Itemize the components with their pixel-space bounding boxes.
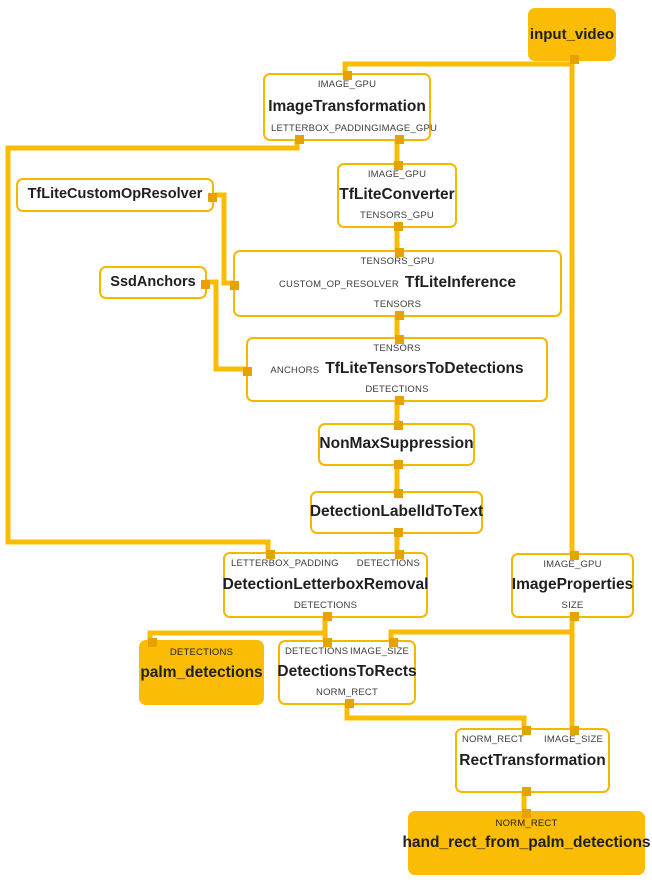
port-output-detections[interactable] [323, 612, 332, 621]
port-input-norm_rect[interactable] [522, 809, 531, 818]
port-output-tensors_gpu[interactable] [394, 222, 403, 231]
edge-tflite_custom_op-tflite_inference [214, 192, 233, 286]
port-input-image_gpu[interactable] [343, 71, 352, 80]
port-label-in-custom_op_resolver: CUSTOM_OP_RESOLVER [278, 279, 399, 291]
node-title: input_video [529, 25, 615, 43]
port-input[interactable] [394, 421, 403, 430]
port-label-out-image_gpu: IMAGE_GPU [378, 123, 438, 135]
port-label-in-norm_rect: NORM_RECT [462, 734, 524, 745]
port-input-custom_op_resolver[interactable] [230, 281, 239, 290]
port-label-in-image_size: IMAGE_SIZE [543, 734, 603, 745]
port-output-norm_rect[interactable] [522, 787, 531, 796]
node-title: DetectionsToRects [277, 663, 417, 681]
port-input-letterbox_padding[interactable] [266, 550, 275, 559]
port-label-out-detections: DETECTIONS [365, 384, 429, 396]
node-title: ImageProperties [511, 576, 634, 594]
node-title: TfLiteConverter [339, 186, 455, 204]
node-title: NonMaxSuppression [319, 435, 474, 453]
port-output-image_gpu[interactable] [395, 135, 404, 144]
port-output[interactable] [208, 193, 217, 202]
node-title: SsdAnchors [110, 273, 196, 290]
port-output-norm_rect[interactable] [345, 699, 354, 708]
port-label-in-image_size: IMAGE_SIZE [349, 646, 409, 657]
port-input-norm_rect[interactable] [522, 726, 531, 735]
node-rect_transformation[interactable]: NORM_RECT IMAGE_SIZE RectTransformation [455, 726, 610, 796]
port-label-out-tensors: TENSORS [373, 299, 422, 311]
port-input-tensors_gpu[interactable] [395, 248, 404, 257]
edge-detections_to_rects-rect_transformation [344, 705, 527, 728]
edge-letterbox_removal-palm_detections [147, 618, 328, 640]
node-title: RectTransformation [459, 751, 606, 769]
port-output[interactable] [394, 528, 403, 537]
port-output[interactable] [201, 280, 210, 289]
node-input_video[interactable]: input_video [528, 8, 616, 64]
port-input-detections[interactable] [323, 638, 332, 647]
edge-ssd_anchors-tensors_to_detections [207, 279, 246, 372]
edge-image_properties-detections_to_rects [388, 618, 575, 640]
port-input-image_gpu[interactable] [570, 551, 579, 560]
port-output-letterbox_padding[interactable] [295, 135, 304, 144]
port-label-out-tensors_gpu: TENSORS_GPU [360, 210, 434, 222]
node-title: hand_rect_from_palm_detections [402, 834, 651, 852]
port-label-in-image_gpu: IMAGE_GPU [317, 79, 377, 90]
edge-image_transformation-letterbox_removal [5, 141, 300, 552]
node-palm_detections[interactable]: DETECTIONS palm_detections [139, 638, 264, 705]
port-output[interactable] [394, 460, 403, 469]
port-output-tensors[interactable] [395, 311, 404, 320]
port-label-in-norm_rect: NORM_RECT [495, 818, 558, 829]
node-hand_rect[interactable]: NORM_RECT hand_rect_from_palm_detections [402, 809, 651, 875]
port-label-in-tensors_gpu: TENSORS_GPU [360, 256, 435, 267]
port-input-image_gpu[interactable] [394, 161, 403, 170]
port-input-tensors[interactable] [395, 335, 404, 344]
node-detections_to_rects[interactable]: DETECTIONS IMAGE_SIZE DetectionsToRects … [277, 638, 417, 708]
port-label-in-anchors: ANCHORS [270, 365, 320, 377]
port-label-in-image_gpu: IMAGE_GPU [543, 559, 602, 570]
port-label-out-letterbox_padding: LETTERBOX_PADDING [271, 123, 379, 135]
port-output-detections[interactable] [395, 396, 404, 405]
edge-input_video-image_transformation [342, 61, 575, 73]
node-tflite_converter[interactable]: IMAGE_GPU TfLiteConverter TENSORS_GPU [337, 161, 457, 231]
port-input[interactable] [394, 489, 403, 498]
port-label-in-tensors: TENSORS [373, 343, 421, 354]
node-title: DetectionLetterboxRemoval [222, 575, 429, 593]
node-letterbox_removal[interactable]: LETTERBOX_PADDING DETECTIONS DetectionLe… [222, 550, 429, 621]
node-ssd_anchors[interactable]: SsdAnchors [99, 266, 210, 299]
node-title: ImageTransformation [268, 97, 426, 115]
node-title: TfLiteInference [404, 274, 517, 292]
port-label-in-image_gpu: IMAGE_GPU [367, 169, 427, 180]
node-image_transformation[interactable]: IMAGE_GPU ImageTransformation LETTERBOX_… [263, 71, 437, 144]
port-label-out-norm_rect: NORM_RECT [316, 687, 378, 699]
port-input-anchors[interactable] [243, 367, 252, 376]
node-title: TfLiteCustomOpResolver [27, 186, 203, 203]
node-tflite_inference[interactable]: TENSORS_GPU CUSTOM_OP_RESOLVER TfLiteInf… [230, 248, 562, 320]
node-title: DetectionLabelIdToText [309, 503, 484, 521]
port-label-in-letterbox_padding: LETTERBOX_PADDING [231, 558, 339, 569]
port-output-size[interactable] [570, 612, 579, 621]
port-label-in-detections: DETECTIONS [169, 647, 234, 658]
port-input-detections[interactable] [395, 550, 404, 559]
port-label-in-detections: DETECTIONS [285, 646, 349, 657]
port-label-out-detections: DETECTIONS [293, 600, 358, 612]
node-title: TfLiteTensorsToDetections [325, 360, 524, 378]
node-title: palm_detections [140, 663, 263, 681]
node-tensors_to_detections[interactable]: TENSORS ANCHORS TfLiteTensorsToDetection… [243, 335, 548, 405]
node-detection_label_id[interactable]: DetectionLabelIdToText [309, 489, 484, 537]
port-label-in-detections: DETECTIONS [356, 558, 420, 569]
port-input-image_size[interactable] [389, 638, 398, 647]
port-label-out-size: SIZE [561, 600, 584, 612]
node-tflite_custom_op[interactable]: TfLiteCustomOpResolver [16, 178, 217, 212]
port-output[interactable] [570, 55, 579, 64]
port-input-detections[interactable] [148, 638, 157, 647]
node-image_properties[interactable]: IMAGE_GPU ImageProperties SIZE [511, 551, 634, 621]
port-input-image_size[interactable] [570, 726, 579, 735]
node-non_max_suppression[interactable]: NonMaxSuppression [318, 421, 475, 469]
